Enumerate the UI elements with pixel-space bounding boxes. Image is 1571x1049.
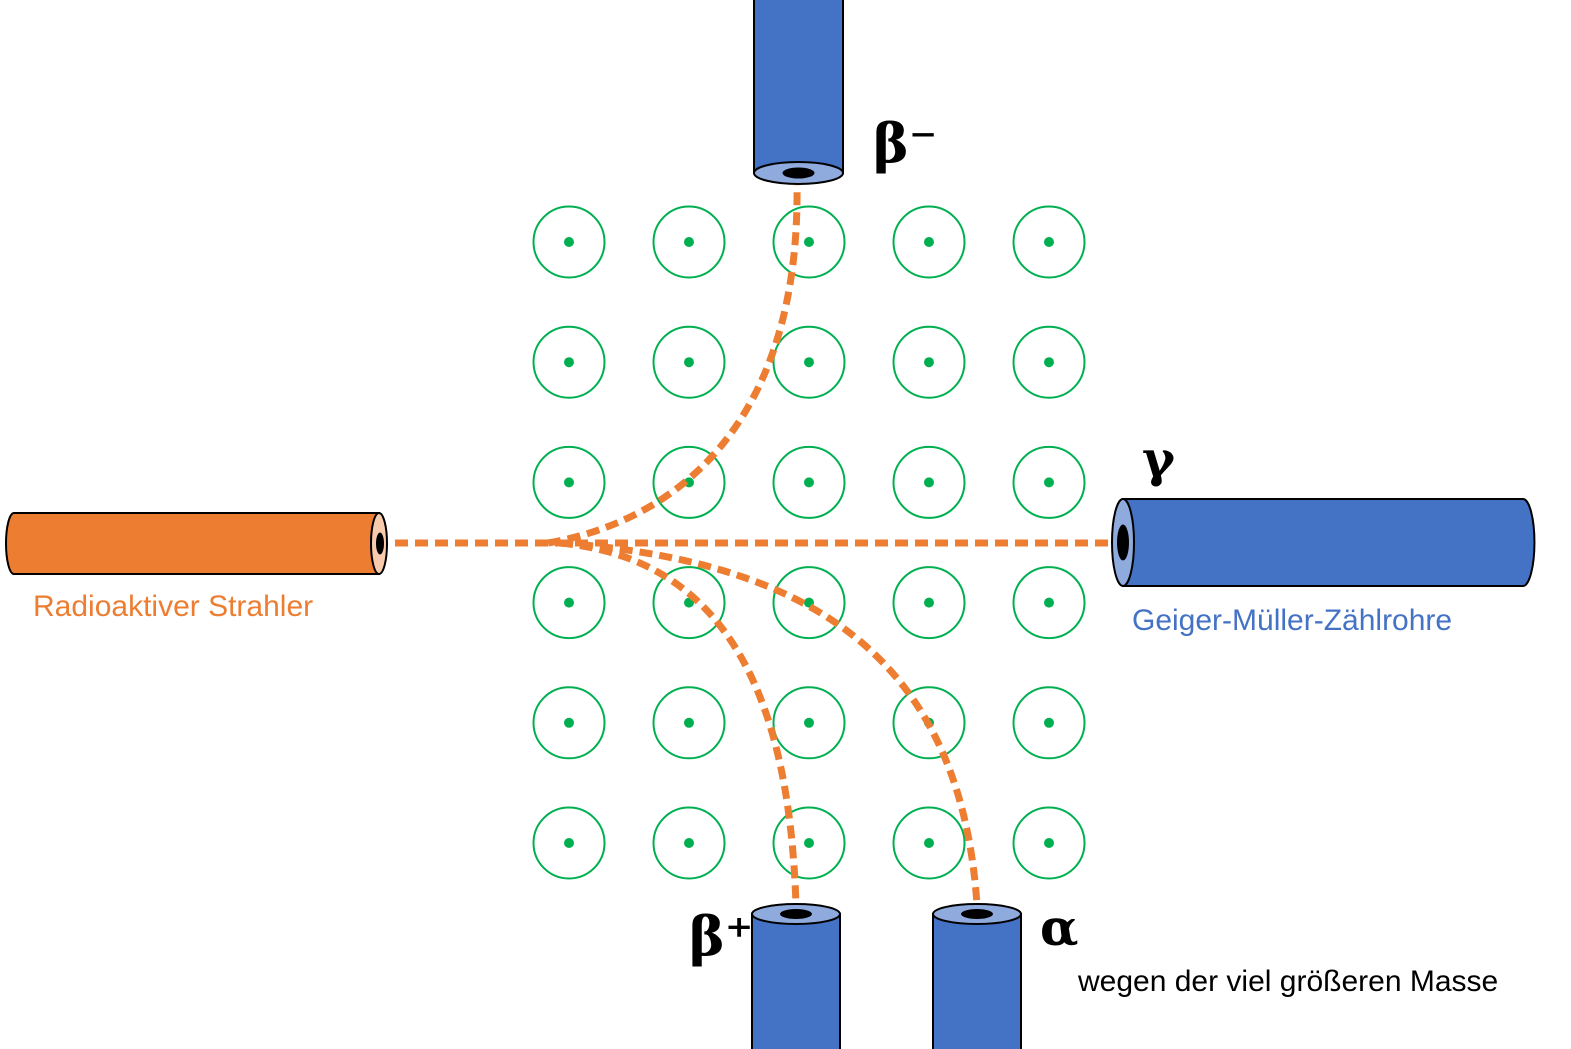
radioactive-source <box>5 512 388 575</box>
field-symbol <box>1012 325 1086 399</box>
field-symbol <box>892 325 966 399</box>
field-symbol <box>892 445 966 519</box>
field-symbol <box>892 806 966 880</box>
field-symbol <box>892 205 966 279</box>
detector-label: Geiger-Müller-Zählrohre <box>1132 604 1452 637</box>
field-symbol <box>532 566 606 640</box>
field-symbol <box>532 806 606 880</box>
field-symbol <box>772 325 846 399</box>
alpha-label: α <box>1040 898 1078 957</box>
beta-minus-path <box>547 184 801 547</box>
field-symbol <box>772 566 846 640</box>
field-symbol <box>532 686 606 760</box>
field-symbol <box>1012 806 1086 880</box>
detector-tube-alpha <box>932 903 1022 1049</box>
field-symbol <box>532 205 606 279</box>
field-symbol <box>1012 445 1086 519</box>
field-symbol <box>892 566 966 640</box>
alpha-note: wegen der viel größeren Masse <box>1077 965 1498 998</box>
field-symbol <box>532 325 606 399</box>
magnetic-field-grid <box>532 205 1086 880</box>
field-symbol <box>1012 686 1086 760</box>
field-symbol <box>772 686 846 760</box>
detector-tube-gamma <box>1111 498 1536 587</box>
field-symbol <box>772 445 846 519</box>
detector-tube-beta-plus <box>751 903 841 1049</box>
alpha-path <box>559 539 981 906</box>
field-symbol <box>1012 205 1086 279</box>
field-symbol <box>652 325 726 399</box>
field-symbol <box>772 205 846 279</box>
field-symbol <box>772 806 846 880</box>
beta-plus-path <box>559 539 800 906</box>
field-symbol <box>652 686 726 760</box>
gamma-label: γ <box>1142 429 1176 488</box>
particle-paths <box>395 184 1112 906</box>
source-label: Radioaktiver Strahler <box>33 590 313 623</box>
field-symbol <box>652 806 726 880</box>
beta-minus-label: β⁻ <box>873 111 937 175</box>
detector-tube-beta-minus <box>753 0 844 185</box>
field-symbol <box>532 445 606 519</box>
field-symbol <box>652 205 726 279</box>
beta-plus-label: β⁺ <box>689 904 753 968</box>
field-symbol <box>1012 566 1086 640</box>
